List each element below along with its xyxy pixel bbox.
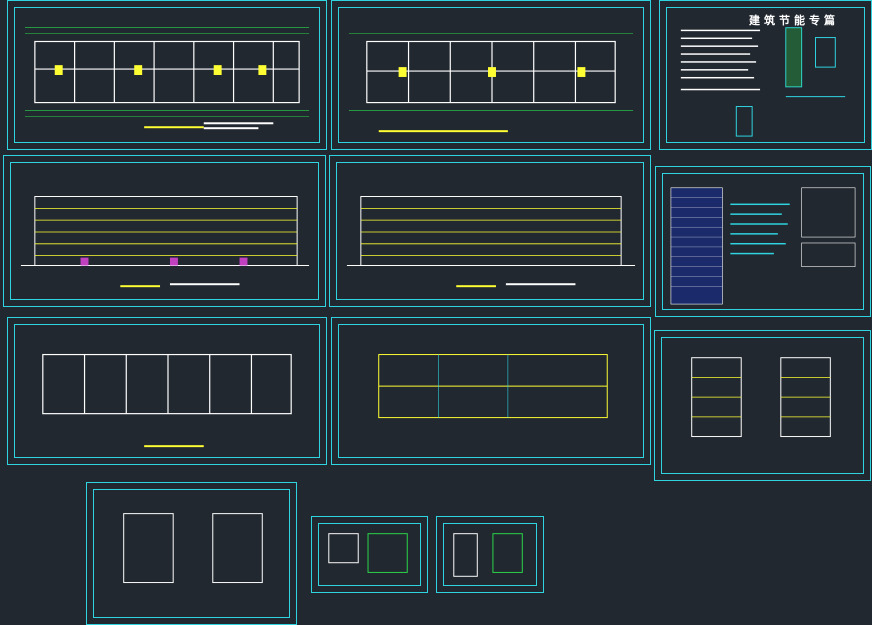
elevation-drawing bbox=[20, 196, 310, 288]
elevation-drawing bbox=[346, 196, 636, 288]
floor-plan-drawing bbox=[24, 27, 310, 130]
sheet-elevation-1[interactable] bbox=[3, 155, 326, 307]
floor-plan-drawing bbox=[348, 33, 634, 133]
details-drawing bbox=[453, 533, 523, 577]
sheet-frame bbox=[662, 173, 864, 310]
sheet-schedule[interactable] bbox=[655, 166, 871, 317]
energy-notes-title: 建筑节能专篇 bbox=[749, 14, 839, 27]
sheet-floor-plan-3[interactable] bbox=[7, 317, 327, 465]
sheet-floor-plan-1[interactable] bbox=[7, 0, 327, 150]
sheet-details-2[interactable] bbox=[436, 516, 544, 593]
roof-plan-drawing bbox=[378, 354, 608, 419]
details-drawing bbox=[328, 533, 408, 573]
sheet-roof-plan[interactable] bbox=[331, 317, 651, 465]
sheet-energy-notes[interactable]: 建筑节能专篇 bbox=[659, 0, 872, 150]
sheet-details-1[interactable] bbox=[311, 516, 428, 593]
sheet-sections[interactable] bbox=[654, 330, 871, 481]
sections-drawing bbox=[691, 357, 831, 438]
sheet-frame bbox=[338, 324, 644, 458]
energy-notes-drawing bbox=[680, 27, 846, 137]
floor-plan-drawing bbox=[42, 353, 292, 448]
sheet-sections-2[interactable] bbox=[86, 482, 297, 625]
sheet-frame bbox=[661, 337, 864, 474]
sheet-elevation-2[interactable] bbox=[329, 155, 651, 307]
sheet-frame bbox=[93, 489, 290, 618]
schedule-drawing bbox=[670, 187, 856, 305]
sheet-frame bbox=[336, 162, 644, 300]
sheet-frame bbox=[14, 324, 320, 458]
sheet-frame bbox=[10, 162, 319, 300]
sheet-frame bbox=[14, 7, 320, 143]
sheet-frame bbox=[338, 7, 644, 143]
sheet-frame: 建筑节能专篇 bbox=[666, 7, 865, 143]
sheet-frame bbox=[443, 523, 537, 586]
sheet-frame bbox=[318, 523, 421, 586]
sheet-floor-plan-2[interactable] bbox=[331, 0, 651, 150]
sections-drawing bbox=[123, 513, 263, 584]
